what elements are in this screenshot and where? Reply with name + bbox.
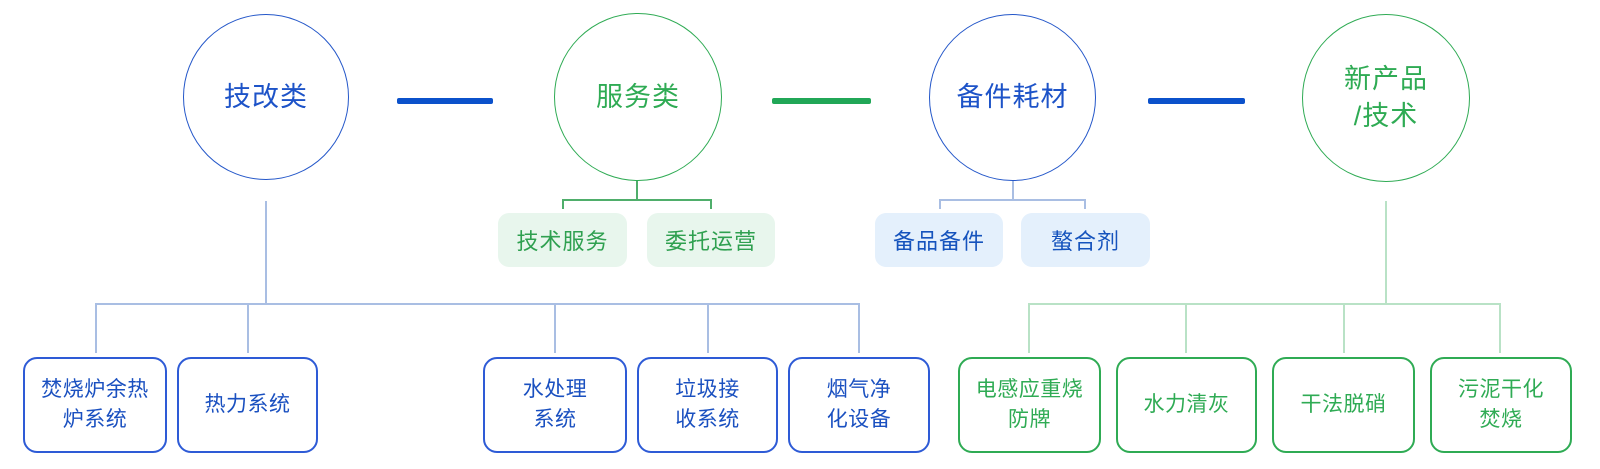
link-line-2 — [772, 98, 871, 104]
connector-line — [554, 303, 556, 353]
leaf-incinerator-waste-heat-boiler-system: 焚烧炉余热 炉系统 — [23, 357, 167, 453]
connector-line — [636, 181, 638, 200]
leaf-induction-reburn-prevention: 电感应重烧 防牌 — [958, 357, 1101, 453]
chip-label: 技术服务 — [516, 229, 609, 254]
category-label: 新产品 /技术 — [1344, 64, 1428, 131]
category-label: 备件耗材 — [956, 82, 1069, 112]
category-circle-spare-parts: 备件耗材 — [929, 14, 1096, 181]
connector-line — [265, 201, 267, 304]
leaf-label: 烟气净 化设备 — [826, 378, 892, 431]
connector-line — [1084, 199, 1086, 209]
connector-line — [1185, 303, 1187, 353]
connector-line — [939, 199, 941, 209]
leaf-label: 水力清灰 — [1143, 393, 1230, 416]
connector-line — [710, 199, 712, 209]
leaf-thermal-system: 热力系统 — [177, 357, 318, 453]
leaf-waste-receiving-system: 垃圾接 收系统 — [637, 357, 778, 453]
connector-line — [1385, 201, 1387, 304]
leaf-sludge-drying-incineration: 污泥干化 焚烧 — [1430, 357, 1572, 453]
leaf-label: 水处理 系统 — [522, 378, 588, 431]
connector-line — [95, 303, 97, 353]
connector-line — [1028, 303, 1030, 353]
link-line-1 — [397, 98, 493, 104]
chip-entrusted-operation: 委托运营 — [647, 213, 775, 267]
connector-line — [858, 303, 860, 353]
category-label: 技改类 — [224, 81, 308, 112]
leaf-label: 垃圾接 收系统 — [675, 378, 740, 431]
category-label: 服务类 — [596, 81, 680, 112]
connector-line — [247, 303, 249, 353]
chip-chelating-agent: 螯合剂 — [1021, 213, 1150, 267]
leaf-label: 干法脱硝 — [1300, 393, 1387, 416]
chip-spare-parts: 备品备件 — [875, 213, 1003, 267]
category-circle-tech-upgrade: 技改类 — [183, 14, 349, 180]
connector-line — [1499, 303, 1501, 353]
leaf-flue-gas-purification-equipment: 烟气净 化设备 — [788, 357, 930, 453]
category-circle-services: 服务类 — [554, 13, 722, 181]
leaf-label: 污泥干化 焚烧 — [1458, 378, 1544, 431]
chip-label: 委托运营 — [664, 229, 757, 254]
category-circle-new-products: 新产品 /技术 — [1302, 14, 1470, 182]
connector-line — [1012, 181, 1014, 200]
connector-line — [707, 303, 709, 353]
connector-line — [939, 199, 1085, 201]
leaf-label: 焚烧炉余热 炉系统 — [41, 378, 149, 431]
connector-line — [95, 303, 860, 305]
connector-line — [1028, 303, 1501, 305]
chip-technical-service: 技术服务 — [498, 213, 627, 267]
leaf-label: 电感应重烧 防牌 — [975, 378, 1084, 431]
leaf-dry-denitration: 干法脱硝 — [1272, 357, 1415, 453]
chip-label: 螯合剂 — [1050, 229, 1120, 254]
connector-line — [1343, 303, 1345, 353]
leaf-label: 热力系统 — [204, 393, 291, 416]
connector-line — [562, 199, 711, 201]
chip-label: 备品备件 — [892, 229, 985, 254]
connector-line — [562, 199, 564, 209]
leaf-hydraulic-ash-cleaning: 水力清灰 — [1116, 357, 1257, 453]
link-line-3 — [1148, 98, 1245, 104]
leaf-water-treatment-system: 水处理 系统 — [483, 357, 627, 453]
